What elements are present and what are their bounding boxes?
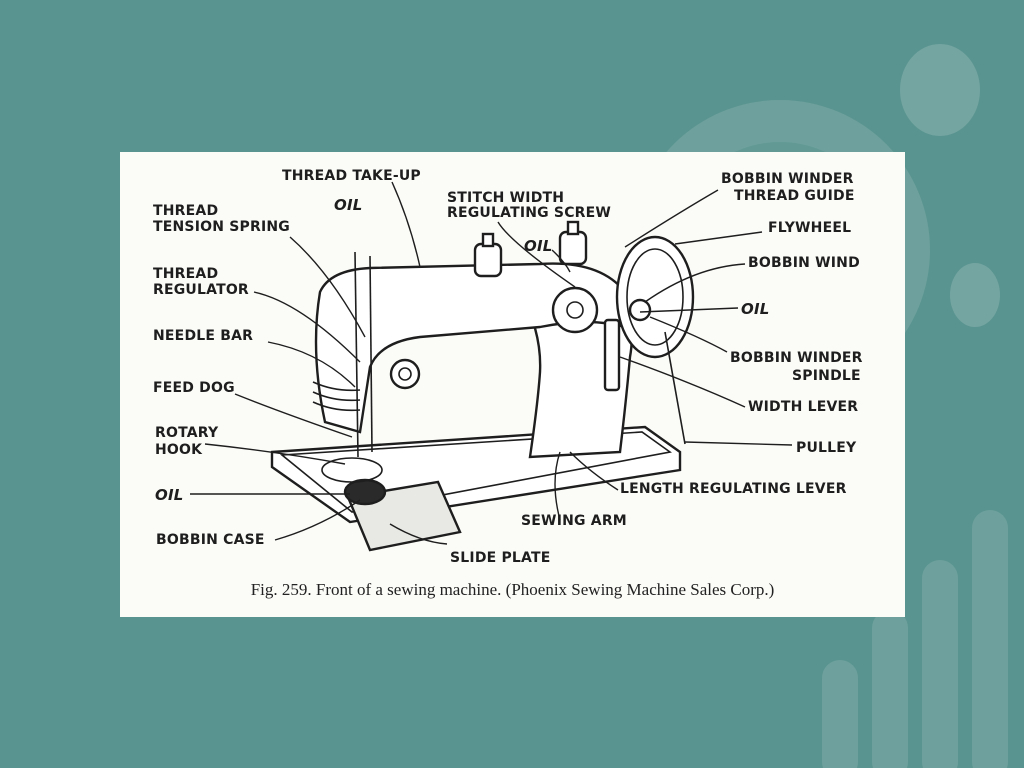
decor-oval-top [900,44,980,136]
sewing-machine-diagram: THREAD TAKE-UP OIL THREAD TENSION SPRING… [153,168,863,566]
label-flywheel: FLYWHEEL [768,220,851,236]
label-sewing-arm: SEWING ARM [521,513,627,529]
decor-bar-2 [872,610,908,768]
label-oil-right: OIL [741,300,770,318]
width-lever-slot [603,318,621,392]
label-pulley: PULLEY [796,440,857,456]
pulley-rod [664,331,686,445]
decor-oval-mid [950,263,1000,327]
leader-lines [190,181,793,545]
label-bobbin-winder-guide-2: THREAD GUIDE [734,188,855,204]
label-bobbin-winder-spindle-2: SPINDLE [792,368,861,384]
label-oil-left: OIL [155,486,184,504]
figure-caption: Fig. 259. Front of a sewing machine. (Ph… [250,580,775,599]
label-thread-tension-2: TENSION SPRING [153,219,290,235]
label-needle-bar: NEEDLE BAR [153,328,253,344]
label-bobbin-wind: BOBBIN WIND [748,255,860,271]
label-bobbin-winder-spindle-1: BOBBIN WINDER [730,350,863,366]
label-width-lever: WIDTH LEVER [748,399,858,415]
label-length-regulating-lever: LENGTH REGULATING LEVER [620,481,847,497]
spool-right [558,230,588,266]
label-oil-top-center: OIL [524,237,553,255]
decor-bar-3 [922,560,958,768]
label-oil-top-left: OIL [334,196,363,214]
label-thread-tension-1: THREAD [153,203,218,219]
tension-knob [389,358,421,390]
label-rotary-hook-2: HOOK [155,442,203,458]
decor-bar-1 [822,660,858,768]
label-bobbin-winder-guide-1: BOBBIN WINDER [721,171,854,187]
callout-labels: THREAD TAKE-UP OIL THREAD TENSION SPRING… [153,168,863,566]
label-feed-dog: FEED DOG [153,380,235,396]
diagram-figure: THREAD TAKE-UP OIL THREAD TENSION SPRING… [120,152,905,617]
sewing-machine-drawing [270,220,695,552]
label-thread-take-up: THREAD TAKE-UP [282,168,421,184]
label-thread-regulator-1: THREAD [153,266,218,282]
stitch-width-dial [551,286,599,334]
label-bobbin-case: BOBBIN CASE [156,532,265,548]
label-stitch-width-1: STITCH WIDTH [447,190,564,206]
label-thread-regulator-2: REGULATOR [153,282,249,298]
decor-bar-4 [972,510,1008,768]
label-stitch-width-2: REGULATING SCREW [447,205,611,221]
bobbin-case-shape [343,478,387,506]
label-rotary-hook-1: ROTARY [155,425,219,441]
flywheel-shape [615,235,695,359]
bobbin-winder-shape [628,298,652,322]
label-slide-plate: SLIDE PLATE [450,550,551,566]
spool-left [473,242,503,278]
